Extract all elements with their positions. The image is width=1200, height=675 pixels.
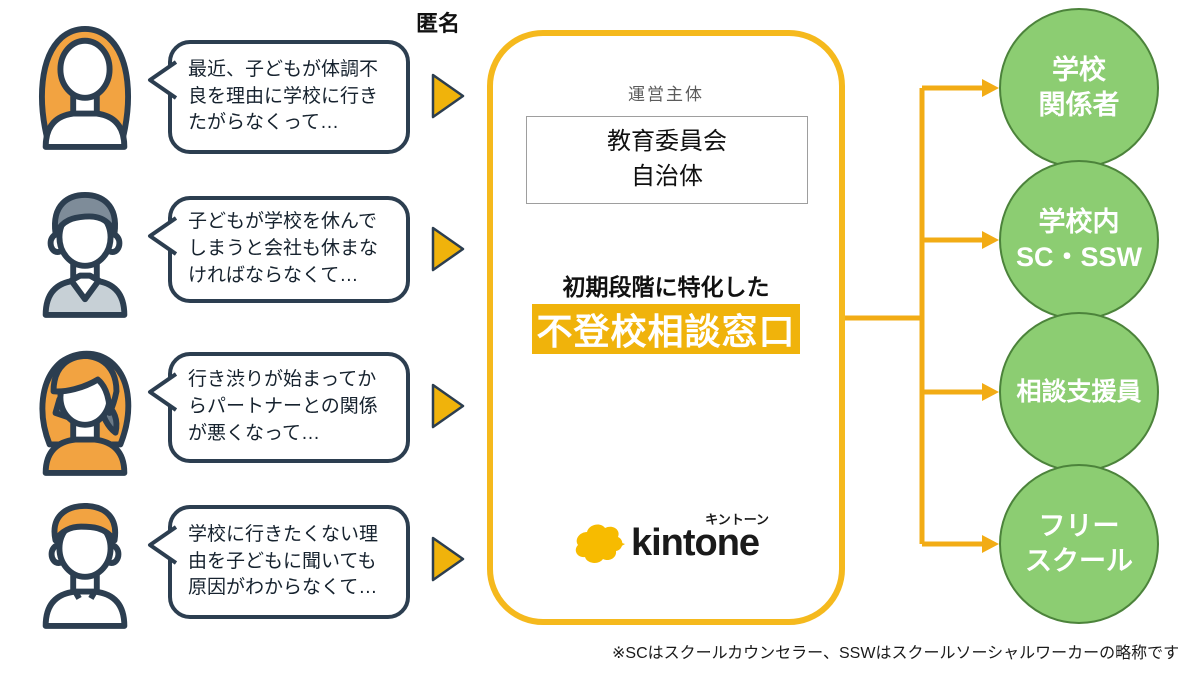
destination-label-line: 相談支援員 — [1016, 377, 1142, 406]
speech-bubble: 行き渋りが始まってからパートナーとの関係が悪くなって… — [148, 352, 410, 463]
avatar-woman-long-hair-icon — [39, 26, 131, 150]
speech-bubble: 子どもが学校を休んでしまうと会社も休まなければならなくて… — [148, 196, 410, 303]
destination-school-staff: 学校 関係者 — [999, 8, 1159, 168]
arrowhead-icon — [982, 231, 999, 249]
destination-label-line: フリー — [1038, 510, 1120, 541]
avatar-woman-side-hair-icon — [39, 350, 132, 476]
kintone-brand-text: kintone — [630, 521, 760, 564]
destination-label-line: スクール — [1025, 546, 1133, 576]
bubble-text: 学校に行きたくない理由を子どもに聞いても原因がわからなくて… — [188, 523, 379, 599]
destination-school-sc-ssw: 学校内 SC・SSW — [999, 160, 1159, 320]
operator-label: 運営主体 — [628, 85, 704, 104]
tagline: 初期段階に特化した — [562, 274, 770, 300]
speech-bubble: 最近、子どもが体調不良を理由に学校に行きたがらなくって… — [148, 40, 410, 154]
bubble-tail — [148, 60, 177, 100]
operator-line: 自治体 — [631, 162, 703, 190]
flow-arrow-icon — [431, 383, 465, 429]
bubble-tail — [148, 372, 177, 412]
kintone-wordmark: キントーン kintone — [630, 512, 769, 565]
destination-label-line: 関係者 — [1038, 90, 1120, 120]
bubble-tail — [148, 216, 177, 256]
operator-box: 教育委員会 自治体 — [526, 116, 808, 204]
avatar-man-gray-hair-icon — [42, 192, 128, 318]
destination-label-line: 学校内 — [1038, 206, 1120, 237]
flow-arrow-icon — [431, 73, 465, 119]
arrowhead-icon — [982, 383, 999, 401]
bubble-text: 行き渋りが始まってからパートナーとの関係が悪くなって… — [188, 369, 378, 444]
flow-arrow-icon — [431, 226, 465, 272]
destination-label-line: 学校 — [1052, 54, 1106, 85]
flow-arrow-icon — [431, 536, 465, 582]
footnote: ※SCはスクールカウンセラー、SSWはスクールソーシャルワーカーの略称です — [612, 645, 1180, 662]
destination-free-school: フリー スクール — [999, 464, 1159, 624]
arrowhead-icon — [982, 79, 999, 97]
kintone-cloud-icon — [575, 524, 625, 563]
speech-bubble: 学校に行きたくない理由を子どもに聞いても原因がわからなくて… — [148, 505, 410, 619]
kintone-ruby: キントーン — [705, 511, 770, 527]
destination-support-staff: 相談支援員 — [999, 312, 1159, 472]
anonymous-label: 匿名 — [416, 11, 461, 36]
service-name-highlight: 不登校相談窓口 — [532, 304, 800, 354]
bubble-tail — [148, 525, 177, 565]
bubble-text: 最近、子どもが体調不良を理由に学校に行きたがらなくって… — [188, 58, 379, 134]
operator-line: 教育委員会 — [607, 128, 727, 155]
arrowhead-icon — [982, 535, 999, 553]
kintone-logo: キントーン kintone — [493, 512, 839, 566]
avatar-man-orange-hair-icon — [42, 503, 128, 629]
destination-label-line: SC・SSW — [1015, 242, 1142, 272]
consultation-panel: 運営主体 教育委員会 自治体 初期段階に特化した 不登校相談窓口 キントーン k… — [487, 30, 845, 625]
bubble-text: 子どもが学校を休んでしまうと会社も休まなければならなくて… — [188, 211, 379, 286]
